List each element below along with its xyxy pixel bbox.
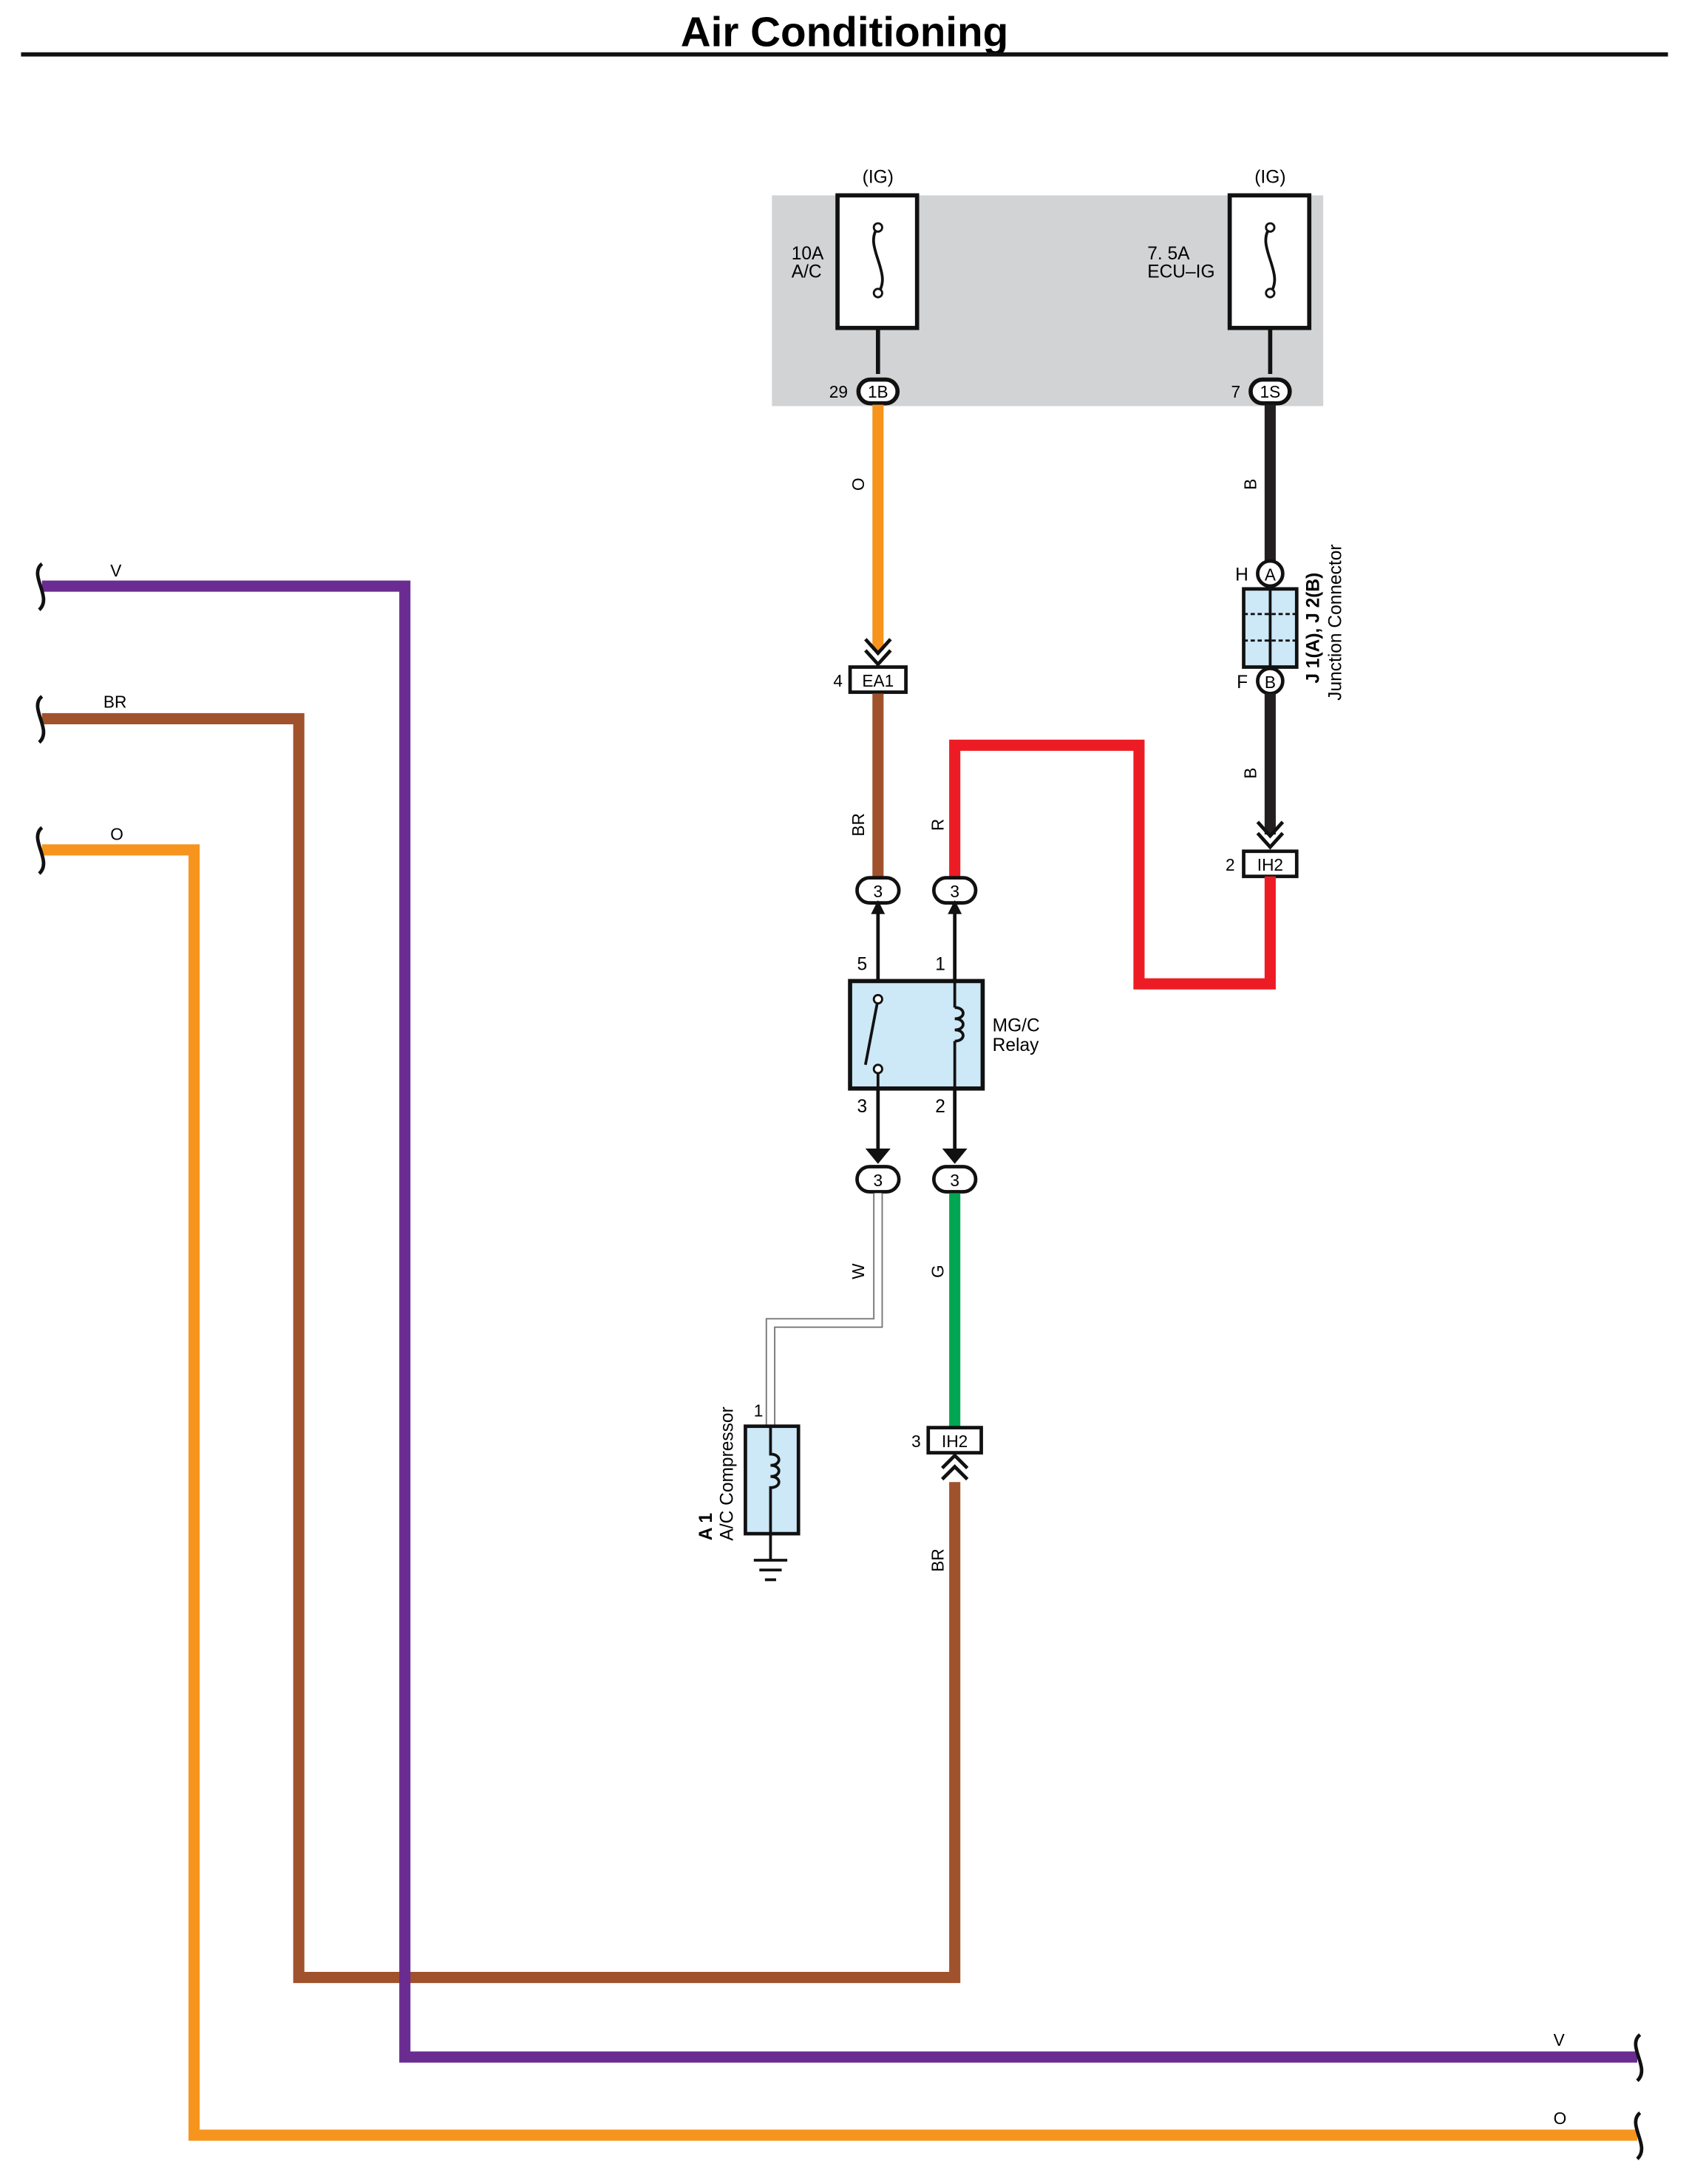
wire-orange-top-label: O	[849, 477, 868, 491]
arrow-ih2-bottom	[941, 1453, 969, 1481]
fuse-ecu-terminal-top	[1265, 222, 1276, 233]
wire-violet	[41, 580, 1637, 2063]
wire-brown-lower-label: BR	[928, 1548, 948, 1571]
break-symbol-left-o	[35, 826, 46, 875]
connector-1b-body	[856, 377, 900, 406]
connector-relay-ul: 3	[874, 882, 883, 901]
connector-1s-body	[1248, 377, 1292, 406]
connector-ih2-bottom-label: IH2	[942, 1432, 968, 1451]
fuse-ecu-ig: (IG) 7. 5A ECU–IG	[1147, 167, 1312, 375]
wire-red	[949, 739, 1276, 990]
connector-ih2-top: 2 IH2	[1226, 849, 1299, 879]
relay-pin-2: 2	[935, 1097, 945, 1117]
connector-ih2-top-pin: 2	[1226, 855, 1235, 874]
connector-relay-ll: 3	[874, 1171, 883, 1190]
junction-name: Junction Connector	[1326, 544, 1346, 700]
fuse-ecu-terminal-bottom	[1265, 288, 1276, 299]
arrow-ih2-top	[1256, 820, 1285, 850]
wire-red-label: R	[928, 819, 948, 831]
connector-relay-lr: 3	[950, 1171, 959, 1190]
connector-ea1: 4 EA1	[833, 665, 908, 694]
fuse-ecu-symbol	[1264, 226, 1277, 294]
wire-orange-lower	[41, 844, 1637, 2141]
break-symbol-right-v	[1634, 2033, 1644, 2083]
wire-left-v-label: V	[110, 561, 121, 580]
fuse-ac-rating: 10A	[792, 244, 824, 264]
junction-conn-b-label: B	[1265, 673, 1276, 692]
connector-relay-ur: 3	[950, 882, 959, 901]
fuse-ecu-name: ECU–IG	[1147, 262, 1214, 282]
break-symbol-left-v	[35, 562, 46, 611]
fuse-ac-supply: (IG)	[863, 167, 894, 187]
connector-ih2-bottom-pin: 3	[911, 1432, 921, 1451]
ac-compressor: 1 A 1 A/C Compressor	[696, 1401, 801, 1582]
connector-ih2-bottom-body	[926, 1426, 983, 1455]
mgc-relay: 5 1 3 2 MG/C Relay	[848, 954, 1040, 1117]
wire-right-o-label: O	[1554, 2109, 1567, 2128]
wire-white-core	[767, 1193, 882, 1426]
junction-conn-a-label: A	[1265, 565, 1277, 584]
relay-lead-3-arrow	[865, 1148, 891, 1164]
compressor-name: A/C Compressor	[717, 1406, 737, 1540]
wire-white-label: W	[849, 1263, 868, 1279]
connector-1b-pin: 29	[829, 382, 848, 401]
relay-name-line1: MG/C	[993, 1016, 1040, 1035]
relay-switch-top	[872, 993, 883, 1005]
arrow-ea1	[864, 638, 892, 667]
connector-1s-label: 1S	[1260, 382, 1281, 401]
connector-ea1-body	[848, 665, 908, 694]
wire-brown-relay-label: BR	[849, 813, 868, 836]
connector-ea1-pin: 4	[833, 671, 843, 690]
page-title: Air Conditioning	[681, 9, 1008, 55]
connector-ih2-top-label: IH2	[1257, 855, 1283, 874]
break-symbol-right-o	[1634, 2111, 1644, 2160]
connector-1b: 29 1B	[829, 377, 900, 406]
connector-ih2-bottom: 3 IH2	[911, 1426, 983, 1481]
wire-brown-lower	[41, 712, 961, 1984]
wire-left-br-label: BR	[103, 692, 126, 711]
compressor-id: A 1	[696, 1513, 716, 1540]
fuse-ac-symbol	[872, 226, 884, 294]
connector-relay-ll-body	[855, 1165, 901, 1194]
fuse-ecu-supply: (IG)	[1254, 167, 1285, 187]
break-symbol-left-br	[35, 695, 46, 744]
junction-connector: A H B F J 1(A), J 2(B) Junction Connecto…	[1235, 544, 1346, 700]
compressor-pin: 1	[754, 1401, 764, 1421]
relay-upper-connectors: 3 3	[855, 876, 978, 982]
connector-ea1-label: EA1	[862, 671, 894, 690]
relay-name-line2: Relay	[993, 1035, 1039, 1055]
junction-pin-f: F	[1237, 673, 1248, 693]
fuse-ac-name: A/C	[792, 262, 822, 282]
relay-switch-contact	[863, 999, 880, 1066]
relay-pin-3: 3	[857, 1097, 867, 1117]
fuse-ac-terminal-bottom	[872, 288, 883, 299]
relay-coil	[953, 981, 965, 1089]
wire-white	[765, 1193, 883, 1426]
junction-conn-a	[1256, 559, 1285, 588]
connector-1b-label: 1B	[868, 382, 888, 401]
fuse-ac: (IG) 10A A/C	[792, 167, 920, 375]
relay-switch-bottom	[872, 1064, 883, 1075]
relay-pin-1: 1	[935, 954, 945, 974]
wire-green-label: G	[928, 1265, 948, 1278]
fuse-ac-terminal-top	[872, 222, 883, 233]
connector-1s-pin: 7	[1231, 382, 1241, 401]
relay-pin-5: 5	[857, 954, 867, 974]
wire-right-v-label: V	[1554, 2030, 1565, 2049]
junction-pin-h: H	[1235, 565, 1248, 585]
fuse-ecu-rating: 7. 5A	[1147, 244, 1190, 264]
compressor-coil	[769, 1426, 781, 1534]
relay-lead-2-arrow	[942, 1148, 968, 1164]
wire-black-top-label: B	[1241, 479, 1260, 490]
relay-lower-connectors: 3 3	[855, 1088, 978, 1194]
connector-relay-lr-body	[931, 1165, 978, 1194]
junction-id: J 1(A), J 2(B)	[1303, 573, 1323, 684]
wire-left-o-label: O	[110, 825, 123, 844]
wire-black-mid-label: B	[1241, 767, 1260, 778]
connector-1s: 7 1S	[1231, 377, 1292, 406]
